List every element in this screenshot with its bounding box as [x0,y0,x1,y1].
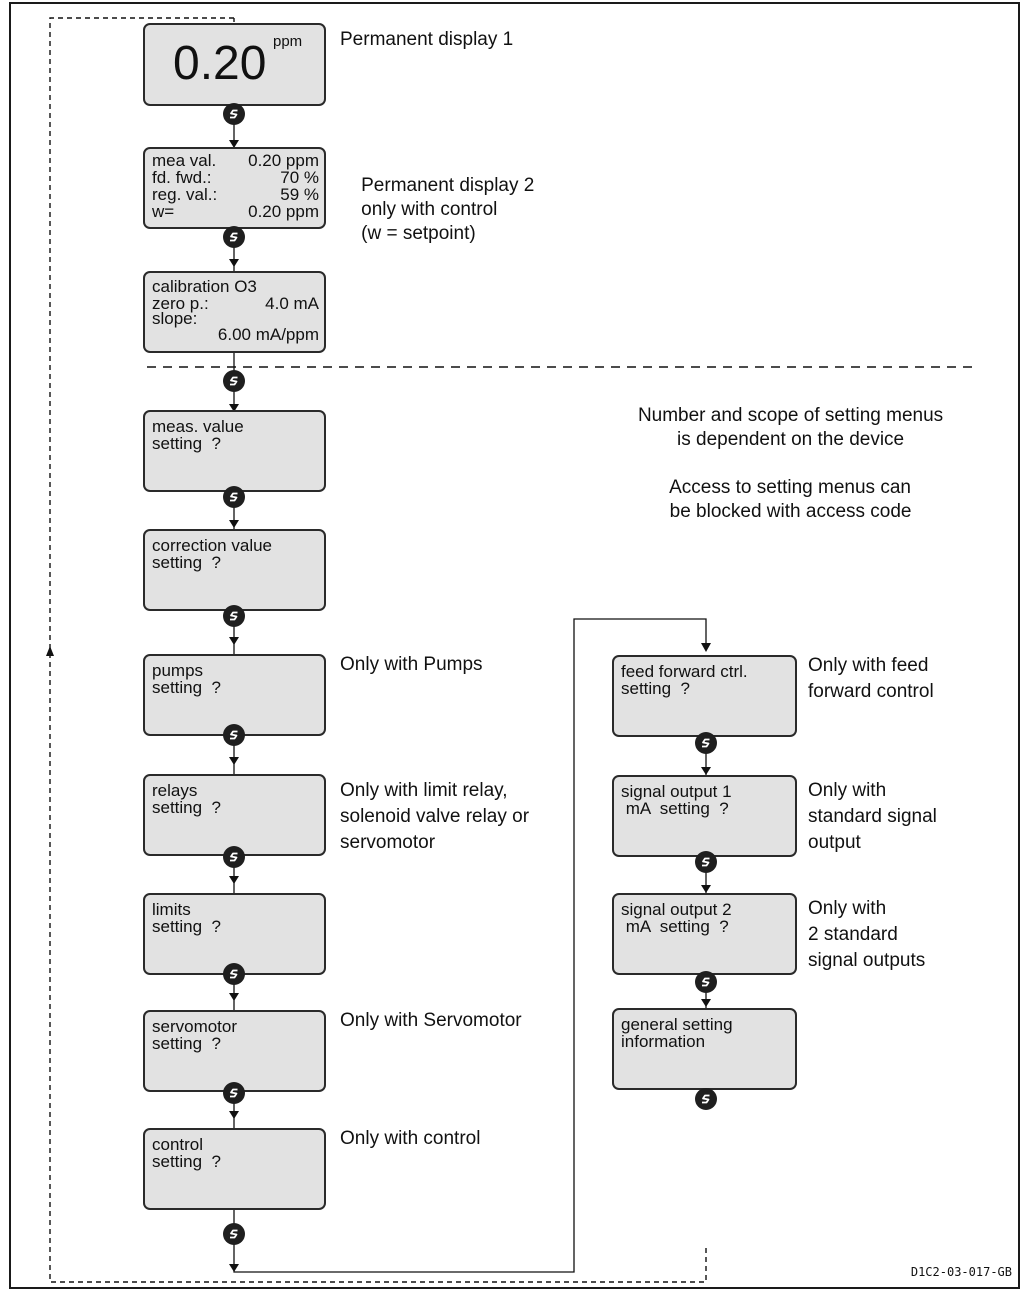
s-key-icon [224,964,244,984]
s-key-icon [224,847,244,867]
measured-unit: ppm [273,33,303,50]
menu-box-feed-forward: feed forward ctrl.setting ? [612,655,797,737]
signal-output-2-note: Only with 2 standard signal outputs [808,898,926,971]
calibration-title: calibration O3 [152,277,257,296]
s-key-icon [224,487,244,507]
display2-row: mea val.0.20 ppm [152,151,319,170]
signal-output-1-note: Only with standard signal output [808,780,937,853]
calibration-display: calibration O3 zero p.:4.0 mA slope: 6.0… [143,271,326,353]
s-key-icon [224,371,244,391]
s-key-icon [224,606,244,626]
s-key-icon [696,972,716,992]
s-key-icon [696,733,716,753]
s-key-icon [224,725,244,745]
display1-caption: Permanent display 1 [340,29,514,50]
s-key-icon [696,1089,716,1109]
feed-forward-note: Only with feed forward control [808,655,934,702]
menu-box-signal-output-1: signal output 1 mA setting ? [612,775,797,857]
servomotor-note: Only with Servomotor [340,1010,522,1031]
permanent-display-2: mea val.0.20 ppm fd. fwd.:70 % reg. val.… [143,147,326,229]
measured-value-big: 0.20 [173,37,267,90]
display2-row: fd. fwd.:70 % [152,168,319,187]
display2-caption: Permanent display 2 only with control (w… [361,175,535,244]
drawing-code: D1C2-03-017-GB [910,1265,1012,1279]
setting-menus-note: Number and scope of setting menus is dep… [637,405,944,522]
display2-row: reg. val.:59 % [152,185,319,204]
s-key-icon [224,104,244,124]
permanent-display-1: 0.20 ppm [143,23,326,106]
display2-row: w=0.20 ppm [152,202,319,221]
control-note: Only with control [340,1128,481,1149]
menu-box-signal-output-2: signal output 2 mA setting ? [612,893,797,975]
diagram-frame [9,2,1020,1289]
s-key-icon [224,1083,244,1103]
s-key-icon [224,1224,244,1244]
s-key-icon [696,852,716,872]
relays-note: Only with limit relay, solenoid valve re… [340,780,530,853]
pumps-note: Only with Pumps [340,654,483,675]
s-key-icon [224,227,244,247]
